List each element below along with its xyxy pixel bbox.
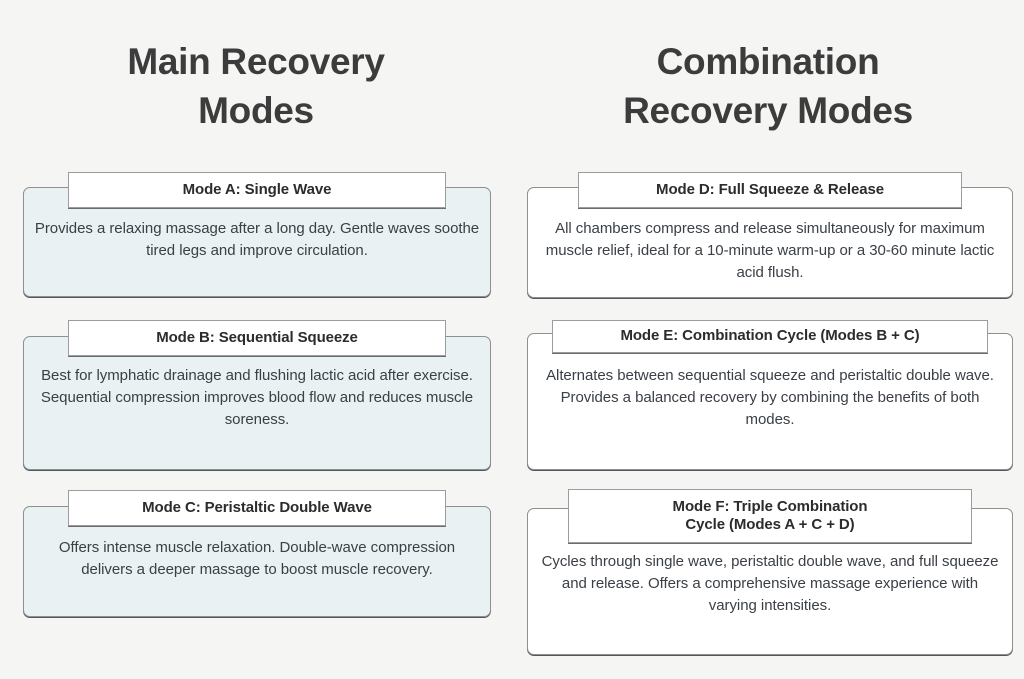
card-mode-d-body: All chambers compress and release simult… bbox=[545, 220, 995, 282]
card-mode-c-title[interactable]: Mode C: Peristaltic Double Wave bbox=[68, 490, 446, 526]
card-mode-e-body: Alternates between sequential squeeze an… bbox=[546, 367, 994, 429]
card-mode-e[interactable]: Alternates between sequential squeeze an… bbox=[527, 333, 1013, 470]
card-mode-f-title[interactable]: Mode F: Triple Combination Cycle (Modes … bbox=[568, 489, 972, 543]
card-mode-d-title[interactable]: Mode D: Full Squeeze & Release bbox=[578, 172, 962, 208]
card-mode-c-body: Offers intense muscle relaxation. Double… bbox=[58, 539, 456, 579]
card-mode-f-body: Cycles through single wave, peristaltic … bbox=[541, 553, 999, 615]
card-mode-b[interactable]: Best for lymphatic drainage and flushing… bbox=[23, 336, 491, 470]
column-combination-recovery-modes: Combination Recovery Modes All chambers … bbox=[512, 0, 1024, 679]
column-heading-combination-recovery-modes: Combination Recovery Modes bbox=[623, 41, 913, 131]
card-mode-a-body: Provides a relaxing massage after a long… bbox=[34, 220, 480, 260]
column-main-recovery-modes: Main Recovery Modes Provides a relaxing … bbox=[23, 41, 491, 617]
column-heading-main-recovery-modes: Main Recovery Modes bbox=[127, 41, 385, 131]
card-mode-a-title[interactable]: Mode A: Single Wave bbox=[68, 172, 446, 208]
card-mode-b-title[interactable]: Mode B: Sequential Squeeze bbox=[68, 320, 446, 356]
card-mode-b-body: Best for lymphatic drainage and flushing… bbox=[40, 367, 474, 429]
card-mode-e-title[interactable]: Mode E: Combination Cycle (Modes B + C) bbox=[552, 320, 988, 353]
